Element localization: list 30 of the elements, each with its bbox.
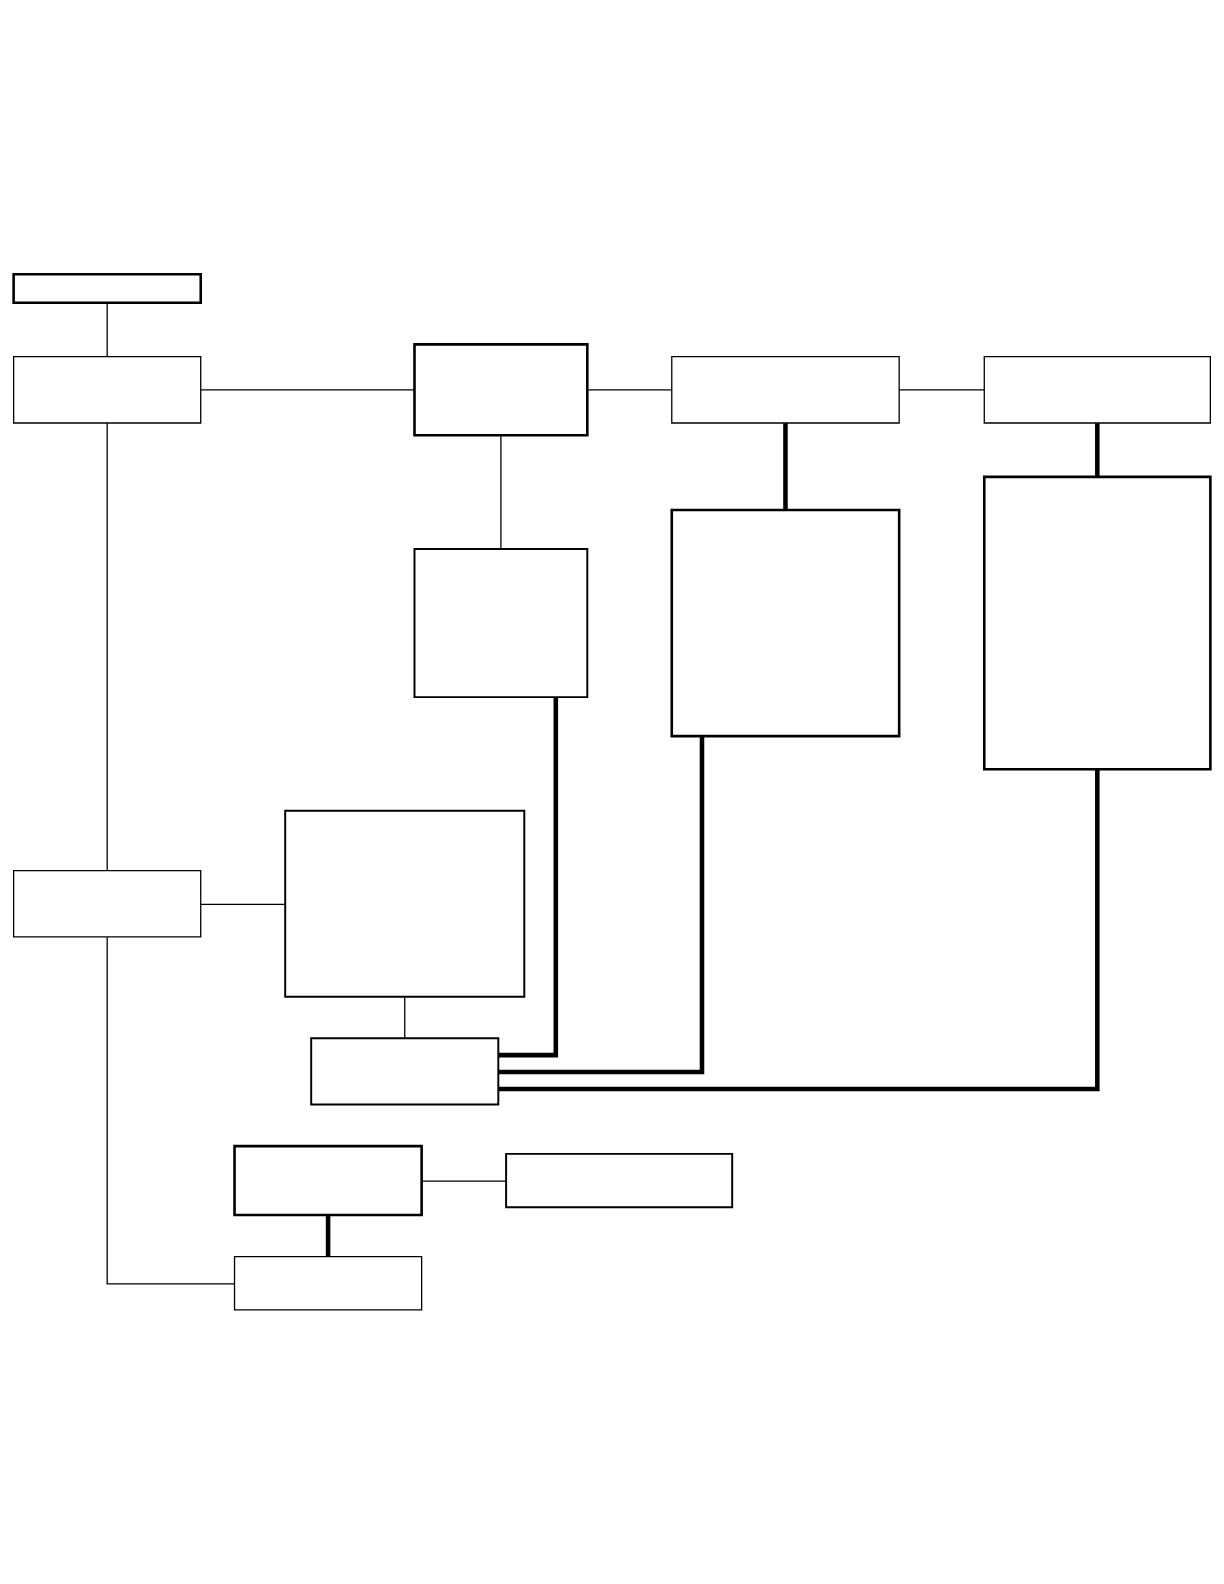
connector	[106, 936, 236, 1285]
connector	[586, 389, 673, 391]
connector	[498, 769, 1100, 1092]
node-box	[12, 272, 203, 305]
node-box	[670, 508, 901, 738]
connector	[404, 996, 406, 1039]
node-box	[413, 548, 589, 699]
node-box	[983, 356, 1211, 424]
connector	[200, 903, 286, 906]
connector	[200, 389, 415, 391]
node-box	[310, 1037, 500, 1106]
connector	[783, 423, 788, 510]
node-box	[13, 869, 202, 938]
node-box	[233, 1255, 423, 1311]
connector	[106, 422, 108, 872]
node-box	[233, 1144, 423, 1217]
node-box	[982, 475, 1212, 771]
connector	[500, 434, 502, 550]
connector	[498, 736, 705, 1075]
node-box	[284, 809, 526, 998]
connector	[421, 1180, 507, 1182]
node-box	[13, 356, 202, 424]
connector	[498, 697, 559, 1058]
connector	[898, 389, 985, 391]
connector	[325, 1215, 331, 1257]
node-box	[413, 343, 589, 437]
connector	[106, 302, 108, 358]
node-box	[505, 1152, 734, 1209]
node-box	[671, 356, 900, 424]
connector	[1095, 423, 1100, 477]
